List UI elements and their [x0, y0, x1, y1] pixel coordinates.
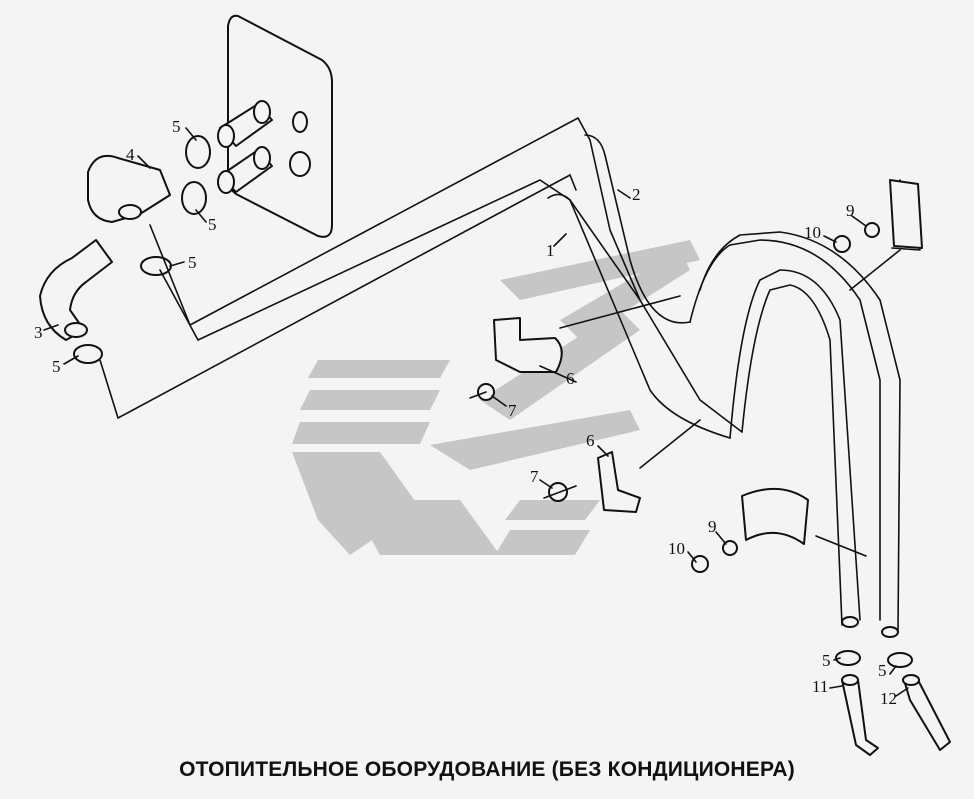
- callout-5-b: 5: [208, 215, 217, 234]
- lower-hoses: [841, 616, 951, 756]
- firewall-panel: [227, 14, 333, 238]
- diagram-caption: ОТОПИТЕЛЬНОЕ ОБОРУДОВАНИЕ (БЕЗ КОНДИЦИОН…: [179, 758, 795, 781]
- callout-5-d: 5: [52, 357, 61, 376]
- pipe-runs: [99, 117, 921, 631]
- callout-12: 12: [880, 689, 897, 708]
- callout-9-a: 9: [846, 201, 855, 220]
- callout-6-b: 6: [586, 431, 595, 450]
- callout-11: 11: [812, 677, 828, 696]
- callout-10-a: 10: [804, 223, 821, 242]
- watermark-logo: [292, 240, 700, 555]
- callout-5-a: 5: [172, 117, 181, 136]
- callout-10-b: 10: [668, 539, 685, 558]
- pipe-brackets: [493, 179, 923, 545]
- leader-lines: [43, 127, 909, 697]
- callout-6-a: 6: [566, 369, 575, 388]
- callout-3: 3: [34, 323, 43, 342]
- elbow-hoses: [39, 154, 171, 341]
- hose-clamps: [73, 135, 913, 668]
- callout-2: 2: [632, 185, 641, 204]
- callout-4: 4: [126, 145, 135, 164]
- callout-1: 1: [546, 241, 555, 260]
- callout-labels: 1 2 3 4 5 5 5 5 5 5 6 6 7 7 9 9 10 10 11…: [34, 117, 897, 708]
- callout-7-b: 7: [530, 467, 539, 486]
- heater-pipe-stubs: [217, 100, 273, 194]
- callout-5-c: 5: [188, 253, 197, 272]
- callout-7-a: 7: [508, 401, 517, 420]
- callout-5-f: 5: [878, 661, 887, 680]
- callout-5-e: 5: [822, 651, 831, 670]
- callout-9-b: 9: [708, 517, 717, 536]
